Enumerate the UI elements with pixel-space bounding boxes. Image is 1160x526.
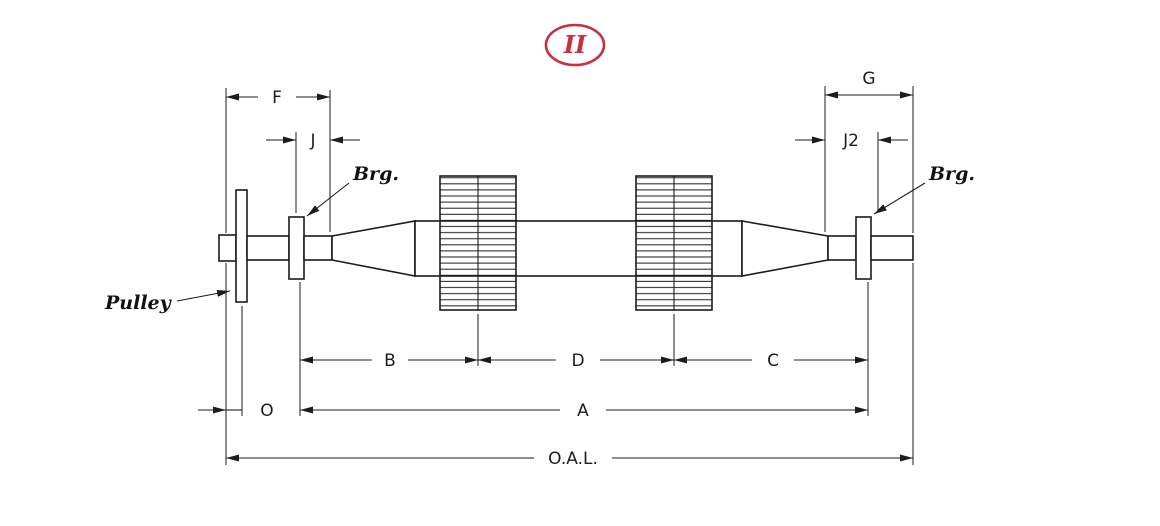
dim-label-oal: O.A.L. [548,449,598,469]
callouts: Brg. Brg. Pulley [104,163,975,314]
pulley-disc [235,189,248,303]
right-taper [741,220,829,277]
section-badge-label: II [563,30,587,59]
left-shaft-inner [303,235,333,261]
left-shaft-stub [218,234,237,262]
dim-label-g: G [862,69,875,89]
fin-block-right [635,175,713,311]
callout-brg-left: Brg. [352,163,399,185]
right-shaft-stub [870,235,914,261]
dimension-lines: F J G J2 B D C O A O.A.L. [198,69,913,469]
fin-block-left [439,175,517,311]
leader-brg-left [306,182,350,217]
leader-brg-right [873,182,926,215]
dim-label-b: B [384,351,396,371]
callout-brg-right: Brg. [928,163,975,185]
dim-label-a: A [577,401,589,421]
left-taper [331,220,416,277]
left-bearing [288,216,305,280]
leader-pulley [176,290,231,302]
right-shaft-inner [827,235,857,261]
dim-label-d: D [571,351,584,371]
right-bearing [855,216,872,280]
section-badge: II [544,23,606,67]
callout-pulley: Pulley [104,292,173,314]
dim-label-j: J [309,131,315,151]
section-badge-ellipse [544,23,606,67]
dim-label-j2: J2 [842,131,859,151]
dim-label-o: O [260,401,273,421]
dim-label-c: C [767,351,779,371]
shaft-assembly [218,175,914,311]
left-shaft-section [246,235,290,261]
dim-label-f: F [272,88,282,108]
